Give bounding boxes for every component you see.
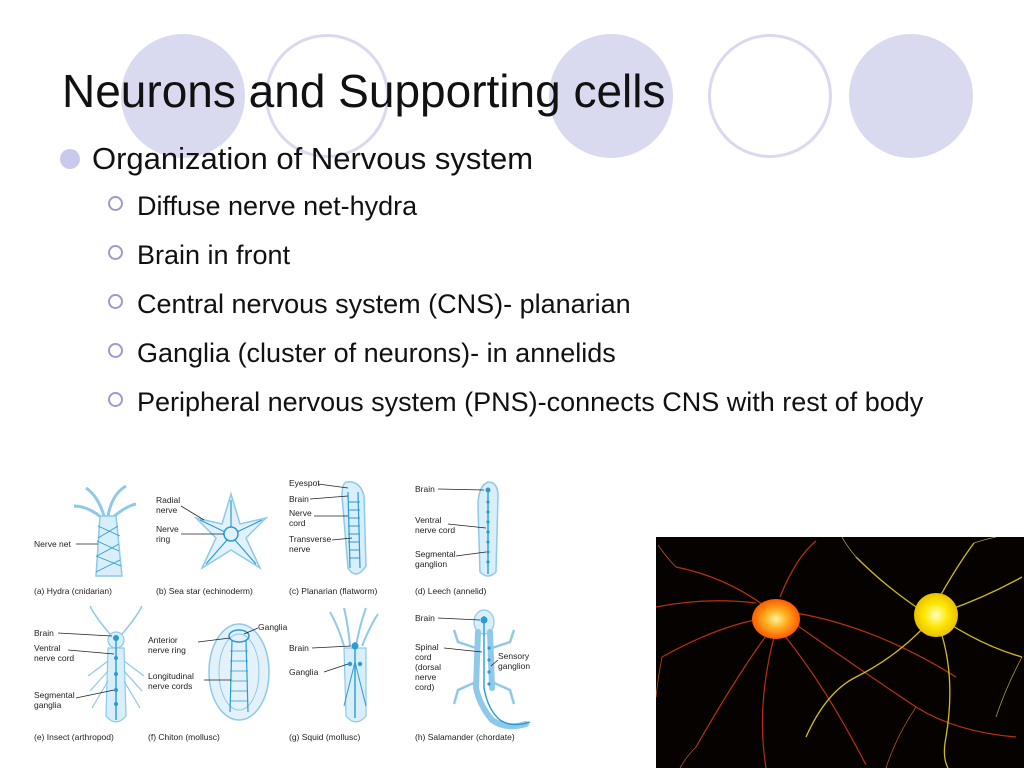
sea-star-diagram — [193, 491, 269, 570]
hydra-diagram — [73, 484, 137, 577]
bullet-ring-icon — [108, 245, 123, 260]
leech-diagram — [477, 481, 499, 577]
sub-bullet-item: Brain in front — [60, 235, 960, 275]
planarian-diagram — [341, 481, 367, 575]
panel-label-planarian: (c) Planarian (flatworm) — [289, 586, 377, 596]
panel-label-leech: (d) Leech (annelid) — [415, 586, 487, 596]
label-insect-brain: Brain — [34, 628, 54, 638]
slide-content: Organization of Nervous system Diffuse n… — [60, 140, 960, 431]
decor-circle-3 — [849, 34, 973, 158]
panel-label-hydra: (a) Hydra (cnidarian) — [34, 586, 112, 596]
label-squid-ganglia: Ganglia — [289, 667, 319, 677]
insect-diagram — [87, 605, 145, 723]
bullet-text: Organization of Nervous system — [92, 141, 534, 176]
bullet-ring-icon — [108, 343, 123, 358]
label-planarian-brain: Brain — [289, 494, 309, 504]
sub-bullet-text: Central nervous system (CNS)- planarian — [137, 289, 631, 319]
sub-bullet-item: Central nervous system (CNS)- planarian — [60, 284, 960, 324]
panel-label-squid: (g) Squid (mollusc) — [289, 732, 360, 742]
chiton-diagram — [208, 623, 270, 721]
label-leech-brain: Brain — [415, 484, 435, 494]
bullet-ring-icon — [108, 392, 123, 407]
neuron-soma-yellow — [914, 593, 958, 637]
sub-bullet-text: Diffuse nerve net-hydra — [137, 191, 418, 221]
sub-bullet-text: Ganglia (cluster of neurons)- in annelid… — [137, 338, 616, 368]
salamander-diagram — [452, 609, 531, 730]
label-salamander-brain: Brain — [415, 613, 435, 623]
bullet-ring-icon — [108, 294, 123, 309]
label-nerve-net: Nerve net — [34, 539, 71, 549]
neuron-micrograph — [656, 537, 1024, 768]
sub-bullet-item: Peripheral nervous system (PNS)-connects… — [60, 382, 977, 422]
squid-diagram — [329, 607, 379, 723]
panel-label-salamander: (h) Salamander (chordate) — [415, 732, 515, 742]
neuron-soma-red — [752, 599, 800, 639]
sub-bullet-item: Ganglia (cluster of neurons)- in annelid… — [60, 333, 960, 373]
panel-label-chiton: (f) Chiton (mollusc) — [148, 732, 220, 742]
label-eyespot: Eyespot — [289, 478, 320, 488]
decor-circle-1 — [121, 34, 245, 158]
panel-label-insect: (e) Insect (arthropod) — [34, 732, 114, 742]
bullet-item: Organization of Nervous system — [60, 140, 960, 178]
bullet-dot-icon — [60, 149, 80, 169]
slide-title: Neurons and Supporting cells — [62, 65, 666, 117]
panel-label-sea-star: (b) Sea star (echinoderm) — [156, 586, 253, 596]
sub-bullet-text: Brain in front — [137, 240, 291, 270]
label-squid-brain: Brain — [289, 643, 309, 653]
label-chiton-ganglia: Ganglia — [258, 622, 288, 632]
bullet-ring-icon — [108, 196, 123, 211]
decor-ring-1 — [265, 34, 389, 158]
sub-bullet-text: Peripheral nervous system (PNS)-connects… — [137, 387, 924, 417]
decor-ring-2 — [708, 34, 832, 158]
sub-bullet-item: Diffuse nerve net-hydra — [60, 186, 960, 226]
decor-circle-2 — [549, 34, 673, 158]
